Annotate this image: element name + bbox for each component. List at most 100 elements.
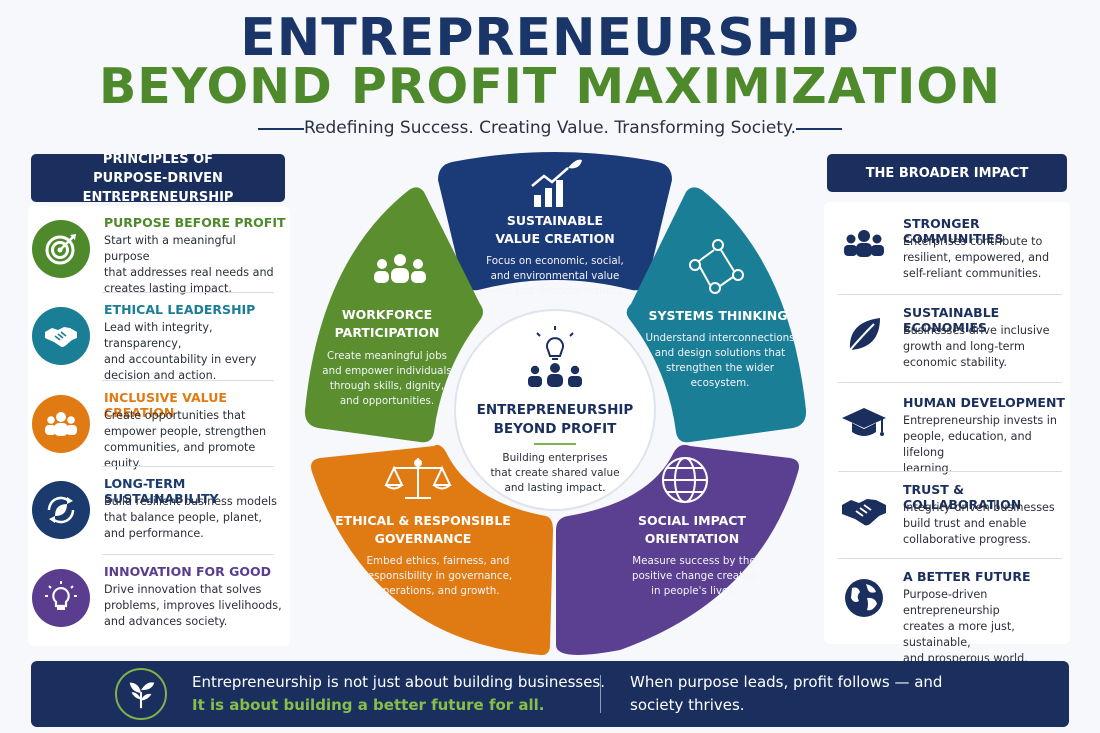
footer-divider [600,675,601,713]
workforce-people-icon [374,254,426,283]
segment-desc: in people's lives. [651,585,737,597]
segment-desc: through skills, dignity, [330,380,444,392]
impact-trust-collaboration: TRUST & COLLABORATION Integrity-driven b… [828,475,1068,563]
segment-title: WORKFORCE [342,307,432,322]
principles-heading-line1: PRINCIPLES OF [102,151,214,167]
divider [838,294,1062,295]
center-title-line2: BEYOND PROFIT [494,421,617,437]
handshake-icon [836,483,892,539]
title-line-1: ENTREPRENEURSHIP [240,8,860,68]
segment-social-impact-orientation [556,444,799,655]
impact-title: STRONGER COMMUNITIES [903,216,1004,246]
principles-heading-line2: PURPOSE-DRIVEN ENTREPRENEURSHIP [82,170,234,205]
principles-wheel: ENTREPRENEURSHIP BEYOND PROFIT Building … [304,152,807,656]
segment-desc: and environmental value [491,270,620,282]
segment-title: SOCIAL IMPACT [638,513,746,528]
segment-desc: —not just financial returns. [485,285,624,297]
sprout-icon [115,668,167,720]
segment-workforce-participation [304,187,483,443]
principle-title: INCLUSIVE VALUE CREATION [104,390,227,420]
segment-desc: ecosystem. [691,377,750,389]
principle-title: PURPOSE BEFORE PROFIT [104,215,286,230]
divider [102,554,274,555]
segment-title: SYSTEMS THINKING [648,308,787,323]
impact-title: TRUST & COLLABORATION [903,482,1022,512]
center-circle [454,309,656,511]
segment-title: GOVERNANCE [375,531,472,546]
segment-desc: strengthen the wider [666,362,775,374]
segment-desc: positive change created [632,570,756,582]
subtitle-rule-left [258,128,304,130]
segment-desc: responsibility in governance, [364,570,512,582]
network-nodes-icon [689,239,744,294]
community-icon [836,217,892,273]
subtitle-rule-right [796,128,842,130]
principle-purpose-before-profit: PURPOSE BEFORE PROFIT Start with a meani… [30,208,288,296]
segment-systems-thinking [626,187,807,443]
impact-better-future: A BETTER FUTURE Purpose-driven entrepren… [828,562,1068,665]
impact-human-development: HUMAN DEVELOPMENT Entrepreneurship inves… [828,388,1068,476]
segment-desc: and opportunities. [340,395,434,407]
center-title-line1: ENTREPRENEURSHIP [477,402,634,418]
people-icon [32,395,90,453]
impact-sustainable-economies: SUSTAINABLE ECONOMIES Businesses drive i… [828,298,1068,386]
segment-title: PARTICIPATION [335,325,440,340]
principle-title: INNOVATION FOR GOOD [104,564,272,579]
segment-desc: Create meaningful jobs [327,350,447,362]
segment-desc: and empower individuals [322,365,451,377]
segment-desc: Focus on economic, social, [486,255,624,267]
footer-line-3: When purpose leads, profit follows — and [630,673,943,691]
segment-desc: operations, and growth. [376,585,499,597]
segment-desc: Embed ethics, fairness, and [367,555,510,567]
segment-desc: and design solutions that [655,347,785,359]
chart-growth-icon [531,159,582,207]
title-line-2: BEYOND PROFIT MAXIMIZATION [98,58,1002,115]
footer-line-4: society thrives. [630,696,745,714]
divider [838,471,1062,472]
globe-grid-icon [662,457,708,503]
center-people-icon [528,363,582,387]
lightbulb-icon [32,569,90,627]
impact-title: HUMAN DEVELOPMENT [903,395,1065,410]
footer-banner: Entrepreneurship is not just about build… [31,661,1069,727]
segment-title: ORIENTATION [645,531,739,546]
subtitle: Redefining Success. Creating Value. Tran… [303,118,797,138]
center-desc-line1: Building enterprises [502,452,607,464]
target-icon [32,220,90,278]
scales-icon [384,458,452,499]
principle-inclusive-value-creation: INCLUSIVE VALUE CREATION Create opportun… [30,383,288,471]
principle-long-term-sustainability: LONG-TERM SUSTAINABILITY Build resilient… [30,469,288,557]
footer-line-1: Entrepreneurship is not just about build… [192,673,606,691]
segment-sustainable-value-creation [438,152,672,291]
globe-icon [836,570,892,626]
principle-ethical-leadership: ETHICAL LEADERSHIP Lead with integrity, … [30,295,288,383]
principle-title: ETHICAL LEADERSHIP [104,302,256,317]
broader-impact-heading: THE BROADER IMPACT [827,154,1067,192]
segment-desc: Measure success by the [632,555,755,567]
segment-desc: Understand interconnections [645,332,794,344]
principle-desc: Lead with integrity, transparency,and ac… [104,321,257,382]
impact-title: SUSTAINABLE ECONOMIES [903,305,1000,335]
divider [102,292,274,293]
divider [102,466,274,467]
divider [838,558,1062,559]
principle-innovation-for-good: INNOVATION FOR GOOD Drive innovation tha… [30,557,288,645]
divider [838,382,1062,383]
segment-ethical-governance [311,444,553,656]
principle-title: LONG-TERM SUSTAINABILITY [104,476,219,506]
principles-heading: PRINCIPLES OF PURPOSE-DRIVEN ENTREPRENEU… [31,152,285,205]
center-desc-line2: that create shared value [490,467,619,479]
footer-line-2: It is about building a better future for… [192,696,545,714]
segment-title: VALUE CREATION [495,231,614,246]
impact-stronger-communities: STRONGER COMMUNITIES Enterprises contrib… [828,209,1068,297]
bulb-people-icon [536,326,574,360]
segment-title: ETHICAL & RESPONSIBLE [335,513,511,528]
